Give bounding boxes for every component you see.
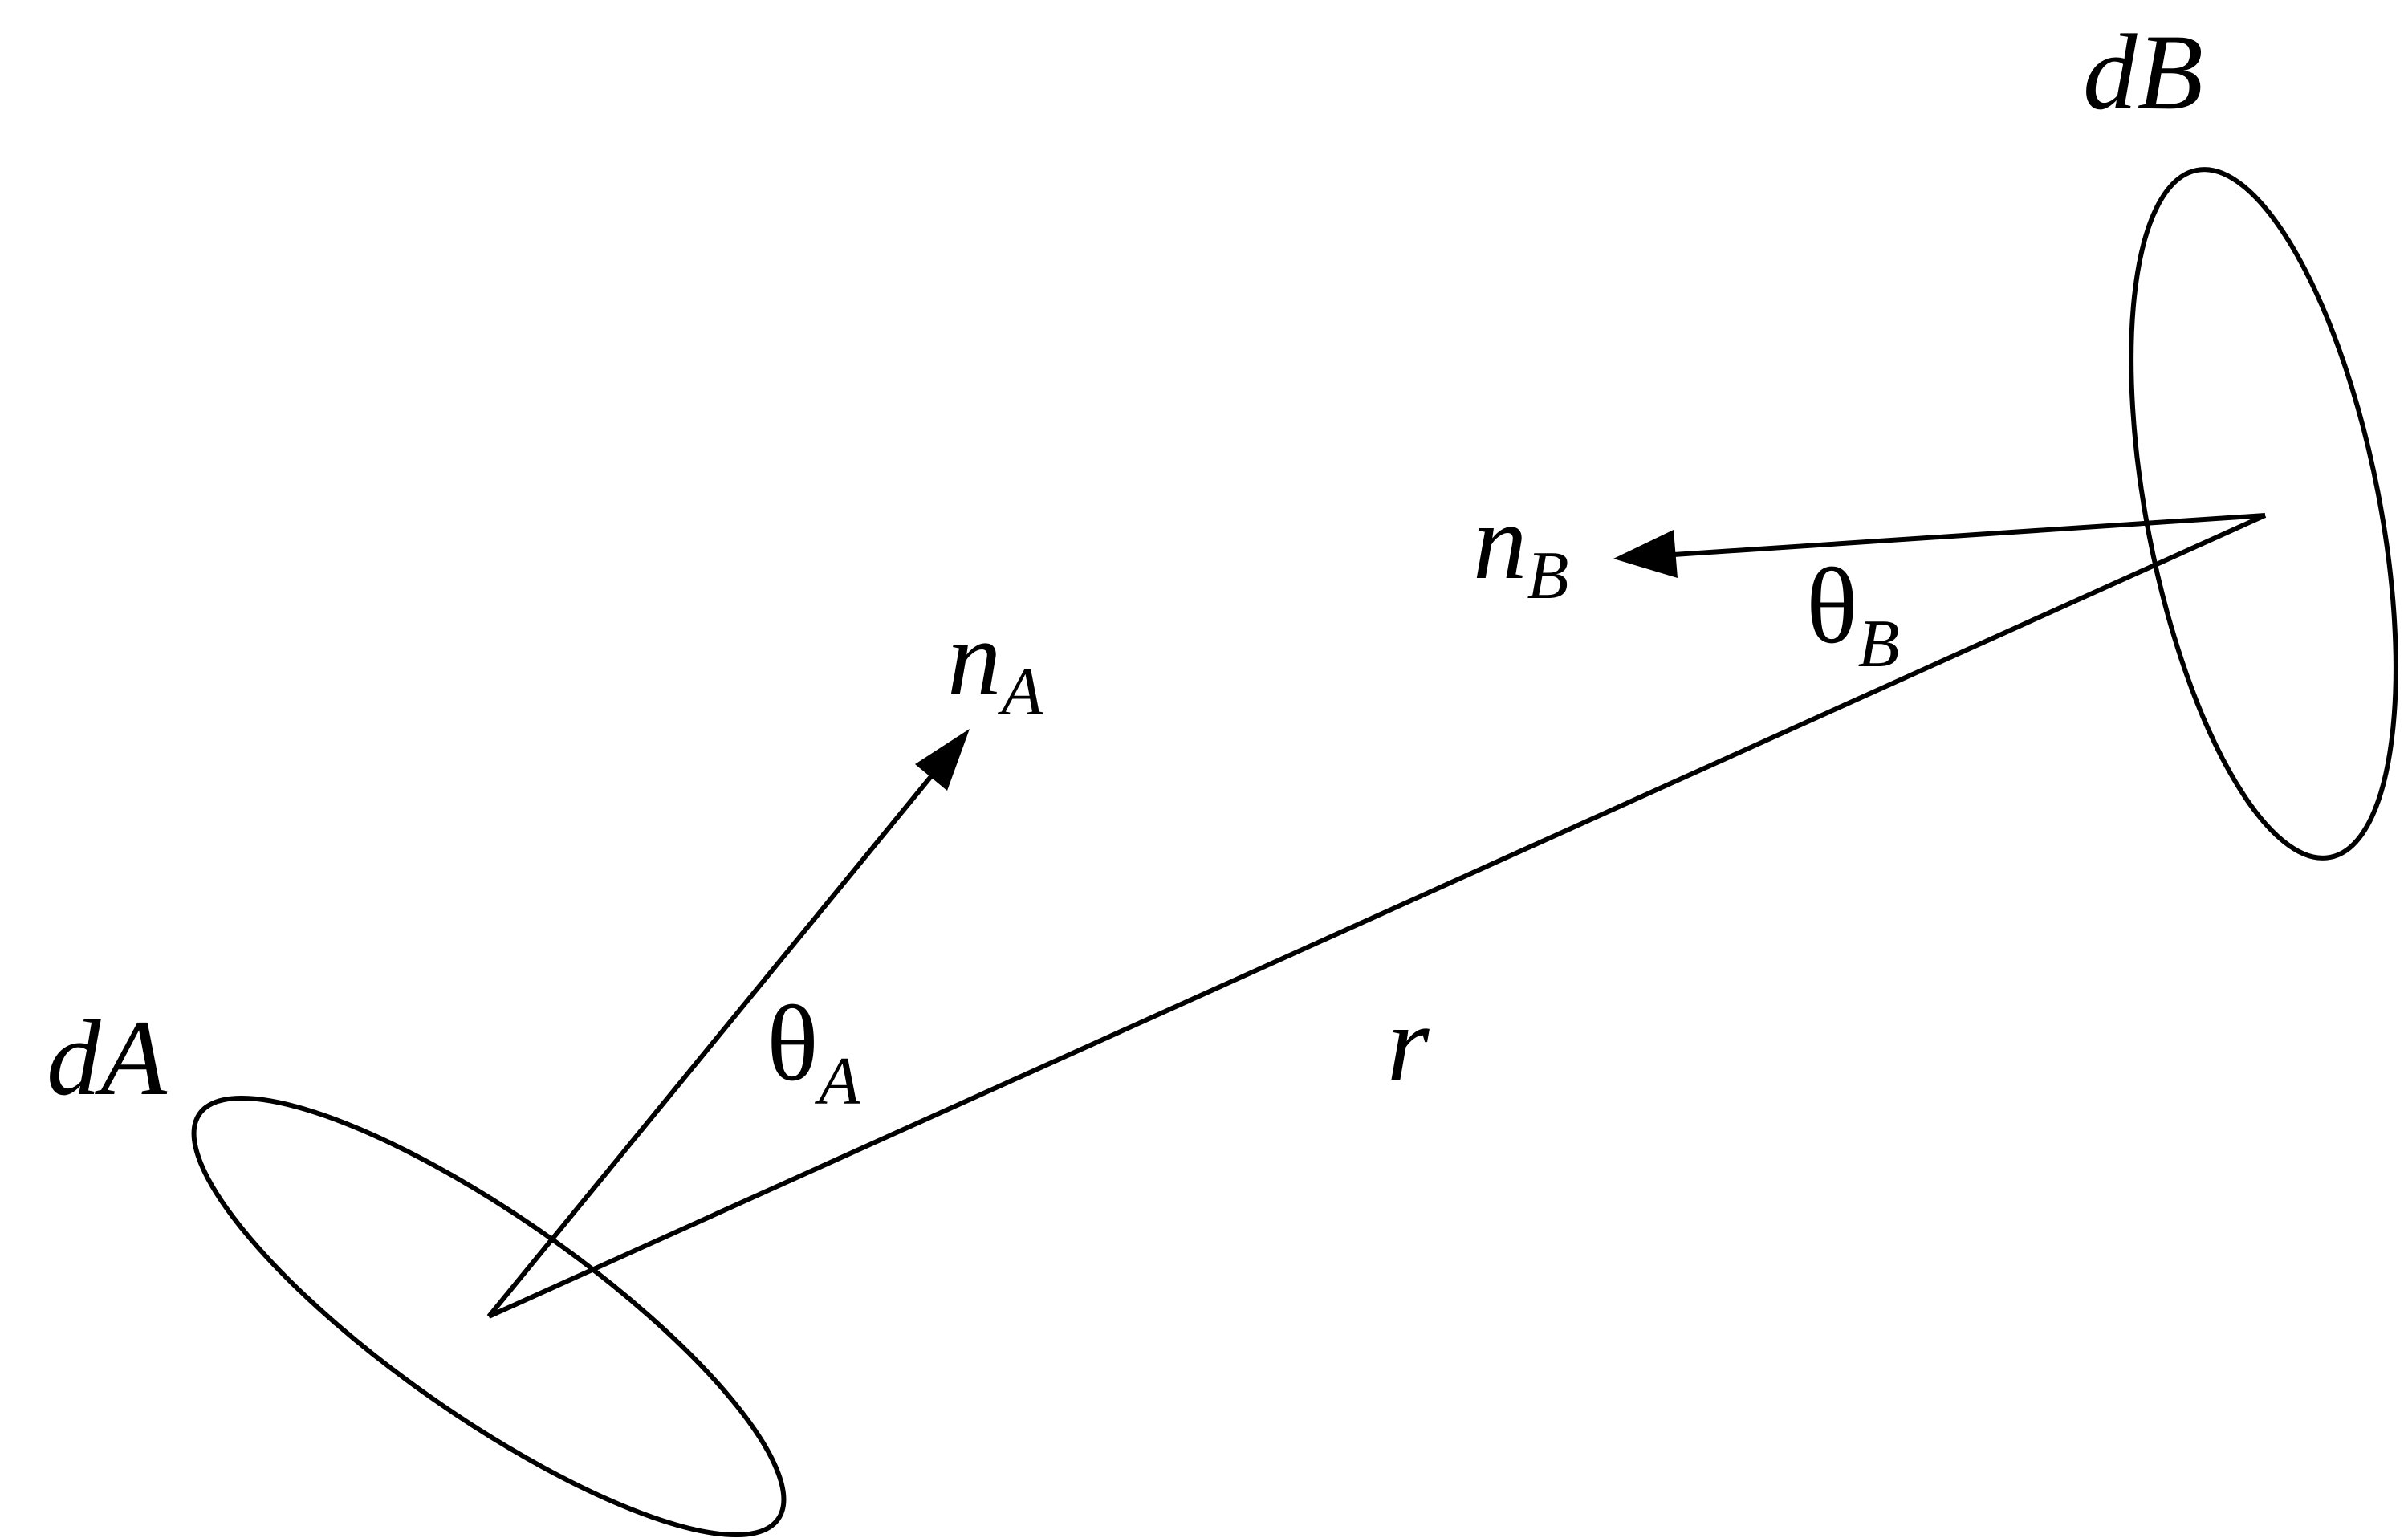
distance-r-line bbox=[487, 513, 2267, 1319]
surface-dB-ellipse bbox=[2129, 167, 2398, 861]
label-nB-main: n bbox=[1473, 482, 1527, 602]
label-dA: dA bbox=[47, 999, 168, 1118]
label-r: r bbox=[1387, 984, 1430, 1104]
label-dB: dB bbox=[2083, 13, 2203, 132]
label-nB: nB bbox=[1473, 482, 1568, 613]
label-nB-sub: B bbox=[1527, 538, 1569, 613]
label-nA: nA bbox=[947, 599, 1044, 730]
label-thetaB: θB bbox=[1806, 547, 1900, 682]
label-thetaB-main: θ bbox=[1806, 547, 1858, 666]
normal-nA-line bbox=[486, 765, 942, 1318]
normal-nA-arrowhead-icon bbox=[915, 729, 970, 791]
normal-nB-line bbox=[1661, 513, 2266, 558]
label-thetaA-sub: A bbox=[815, 1044, 861, 1119]
label-nA-main: n bbox=[947, 599, 1002, 718]
label-thetaA-main: θ bbox=[767, 984, 819, 1104]
normal-nB-arrowhead-icon bbox=[1613, 530, 1678, 578]
label-thetaA: θA bbox=[767, 984, 861, 1119]
surface-dA-ellipse bbox=[191, 1095, 787, 1538]
label-thetaB-sub: B bbox=[1858, 606, 1900, 682]
label-nA-sub: A bbox=[998, 654, 1044, 730]
